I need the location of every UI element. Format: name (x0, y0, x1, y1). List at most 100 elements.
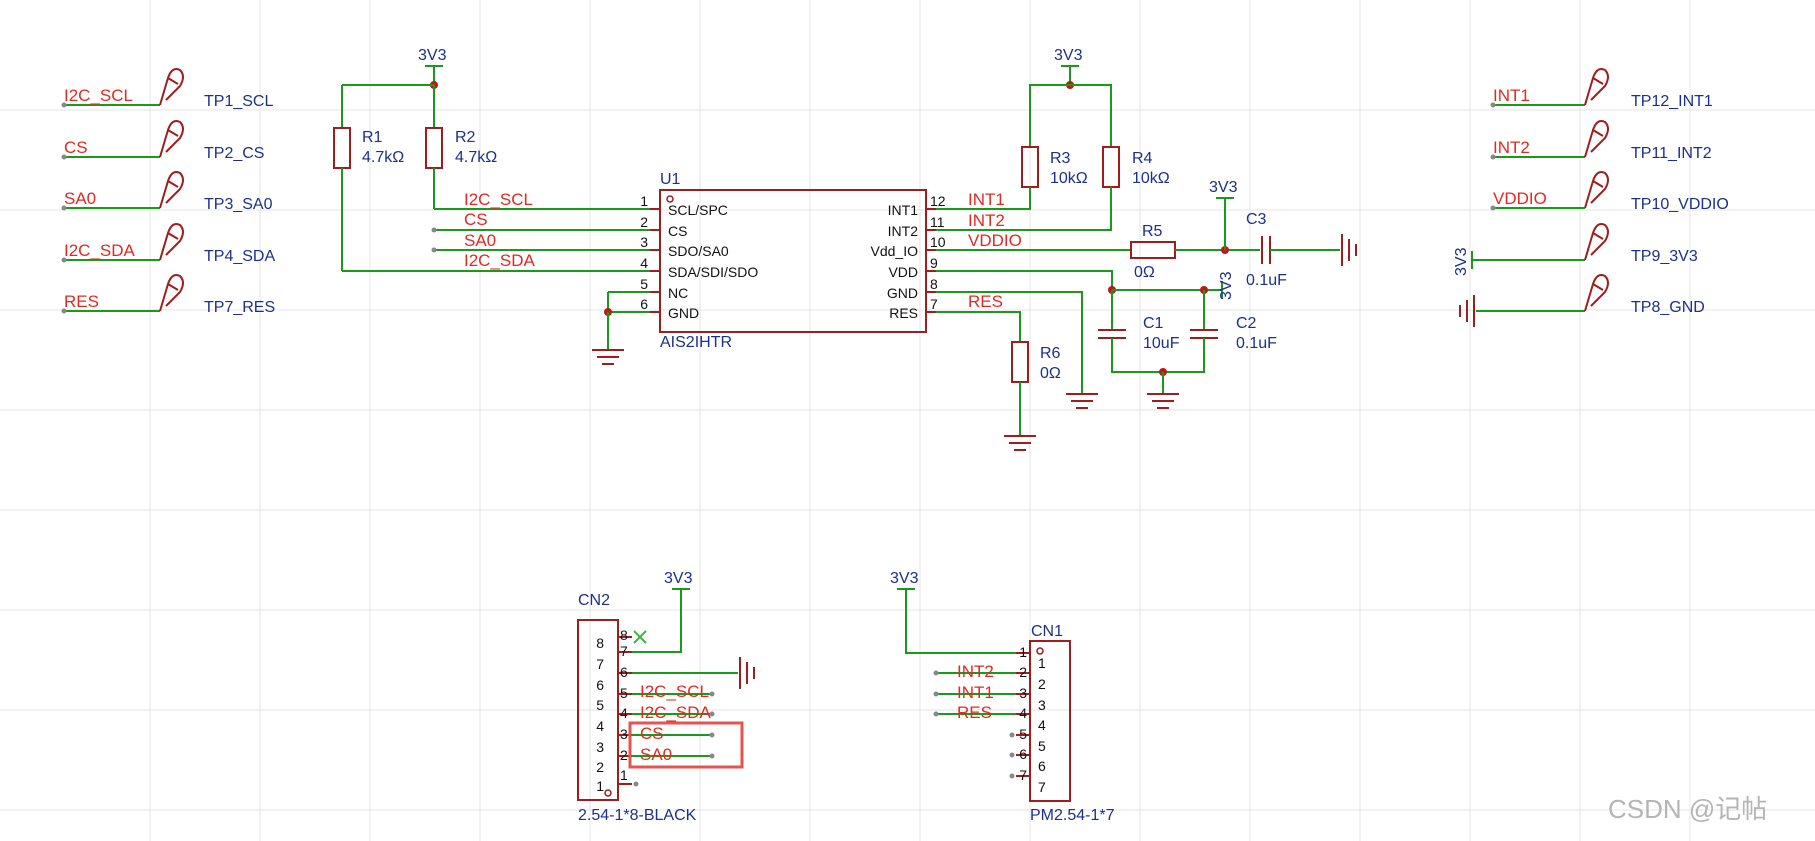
tp-label: TP7_RES (204, 299, 275, 316)
u1-pin-num: 1 (640, 193, 648, 209)
u1-pin-name: VDD (888, 264, 918, 280)
tp-label: TP11_INT2 (1631, 145, 1712, 162)
cn2-outer-pin: 5 (620, 685, 628, 701)
tp-label: TP10_VDDIO (1631, 196, 1729, 213)
u1-pin-num: 2 (640, 214, 648, 230)
r3-value: 10kΩ (1050, 170, 1088, 187)
r4-value: 10kΩ (1132, 170, 1170, 187)
net-label-i2c-sda: I2C_SDA (64, 241, 136, 260)
capacitor-c1[interactable] (1098, 329, 1126, 339)
resistor-r2[interactable] (425, 127, 443, 169)
r3-designator: R3 (1050, 150, 1071, 167)
net-label-sa0: SA0 (64, 189, 96, 208)
ic-u1[interactable]: U1 AIS2IHTR 1 2 3 4 5 6 SCL/SPC CS SDO/S… (640, 171, 946, 351)
resistor-r4[interactable] (1102, 146, 1120, 188)
capacitor-c3[interactable] (1261, 236, 1271, 264)
c1-value: 10uF (1143, 335, 1180, 352)
cn1-inner-pin: 1 (1038, 655, 1046, 671)
cn1-inner-pin: 2 (1038, 676, 1046, 692)
u1-right-nets: 3V3 R3 10kΩ R4 10kΩ INT1 INT2 VDDIO R5 0… (936, 47, 1357, 451)
cn1-outer-pin: 7 (1019, 767, 1027, 783)
u1-pin-name: INT1 (888, 202, 919, 218)
u1-pin-name: GND (887, 285, 918, 301)
resistor-r6[interactable] (1011, 341, 1029, 383)
cn2-part: 2.54-1*8-BLACK (578, 807, 697, 824)
net-label-i2c-scl: I2C_SCL (464, 190, 533, 209)
u1-pin-num: 9 (930, 255, 938, 271)
cn1-outer-pin: 1 (1019, 644, 1027, 660)
u1-left-nets: I2C_SCL CS SA0 I2C_SDA (342, 190, 650, 365)
cn2-outer-pin: 8 (620, 627, 628, 643)
cn2-inner-pin: 1 (596, 778, 604, 794)
tp4-sda[interactable]: I2C_SDA TP4_SDA (61, 223, 276, 265)
cn1-outer-pin: 2 (1019, 664, 1027, 680)
cn1-outer-pin: 6 (1019, 746, 1027, 762)
connector-cn1[interactable]: CN1 PM2.54-1*7 1 2 3 4 5 6 7 1 2 3 4 5 6… (890, 570, 1115, 824)
r1-value: 4.7kΩ (362, 149, 404, 166)
tp11-int2[interactable]: INT2 TP11_INT2 (1490, 120, 1712, 162)
net-label-int1: INT1 (957, 683, 994, 702)
ground-symbol (1459, 295, 1475, 327)
u1-pin-name: NC (668, 285, 688, 301)
c1-designator: C1 (1143, 315, 1164, 332)
tp-label: TP2_CS (204, 145, 264, 162)
resistor-r1[interactable] (333, 127, 351, 169)
net-label-sa0: SA0 (464, 231, 496, 250)
tp9-3v3[interactable]: 3V3 TP9_3V3 (1453, 223, 1698, 276)
r5-value: 0Ω (1134, 264, 1155, 281)
pullup-r1-r2: 3V3 R1 4.7kΩ R2 4.7kΩ (333, 47, 497, 271)
cn2-outer-pin: 6 (620, 664, 628, 680)
connector-cn2[interactable]: CN2 2.54-1*8-BLACK 8 7 6 5 4 3 2 1 8 7 6… (577, 570, 755, 824)
cn2-inner-pin: 3 (596, 739, 604, 755)
u1-pin-num: 7 (930, 296, 938, 312)
c2-value: 0.1uF (1236, 335, 1277, 352)
tp10-vddio[interactable]: VDDIO TP10_VDDIO (1490, 171, 1729, 213)
c3-designator: C3 (1246, 211, 1267, 228)
u1-pin-num: 6 (640, 296, 648, 312)
r4-designator: R4 (1132, 150, 1153, 167)
cn1-inner-pin: 3 (1038, 697, 1046, 713)
tp-label: TP4_SDA (204, 248, 275, 265)
net-label-cs: CS (640, 724, 664, 743)
u1-pin-name: INT2 (888, 223, 919, 239)
cn2-outer-pin: 2 (620, 747, 628, 763)
ground-symbol (739, 657, 755, 689)
u1-pin-name: Vdd_IO (871, 243, 919, 259)
c2-designator: C2 (1236, 315, 1257, 332)
power-3v3-label: 3V3 (1453, 247, 1470, 276)
tp-label: TP3_SA0 (204, 196, 273, 213)
cn2-inner-pin: 7 (596, 656, 604, 672)
power-3v3-label: 3V3 (1209, 179, 1238, 196)
power-3v3-label: 3V3 (664, 570, 693, 587)
ground-symbol (1004, 435, 1036, 451)
cn1-designator: CN1 (1031, 623, 1063, 640)
capacitor-c2[interactable] (1190, 329, 1218, 339)
tp1-scl[interactable]: I2C_SCL TP1_SCL (61, 68, 274, 110)
r1-designator: R1 (362, 129, 383, 146)
cn1-inner-pin: 7 (1038, 779, 1046, 795)
resistor-r5[interactable] (1130, 241, 1176, 259)
ground-symbol (1066, 393, 1098, 409)
cn1-outer-pin: 3 (1019, 685, 1027, 701)
u1-pin-num: 10 (930, 234, 946, 250)
u1-pin-name: GND (668, 305, 699, 321)
watermark: CSDN @记帖 (1608, 794, 1767, 824)
cn2-inner-pin: 5 (596, 697, 604, 713)
power-3v3-label: 3V3 (1218, 271, 1235, 300)
tp8-gnd[interactable]: TP8_GND (1459, 274, 1705, 327)
u1-part: AIS2IHTR (660, 334, 732, 351)
tp2-cs[interactable]: CS TP2_CS (61, 120, 265, 162)
r5-designator: R5 (1142, 223, 1163, 240)
net-label-res: RES (64, 292, 99, 311)
net-label-int1: INT1 (968, 190, 1005, 209)
cn2-inner-pin: 2 (596, 759, 604, 775)
net-label-cs: CS (64, 138, 88, 157)
tp7-res[interactable]: RES TP7_RES (61, 274, 276, 316)
tp12-int1[interactable]: INT1 TP12_INT1 (1490, 68, 1713, 110)
net-label-res: RES (957, 703, 992, 722)
tp3-sa0[interactable]: SA0 TP3_SA0 (61, 171, 273, 213)
net-label-vddio: VDDIO (968, 231, 1022, 250)
net-label-int2: INT2 (968, 211, 1005, 230)
u1-pin-name: SDA/SDI/SDO (668, 264, 758, 280)
net-label-i2c-sda: I2C_SDA (464, 251, 536, 270)
